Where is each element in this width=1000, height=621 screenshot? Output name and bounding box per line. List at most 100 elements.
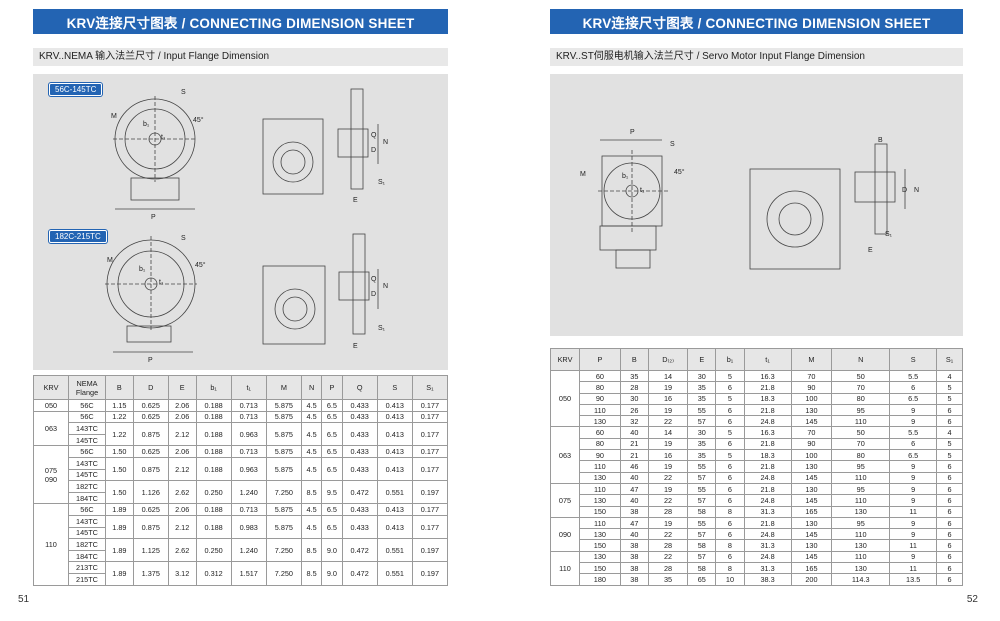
label-m-right: M	[580, 171, 586, 178]
value-cell: 21.8	[743, 482, 792, 496]
value-cell: 5	[936, 381, 963, 394]
flange-cell: 56C	[68, 399, 106, 412]
krv-cell: 050	[550, 369, 580, 428]
value-cell: 1.89	[105, 561, 134, 586]
value-cell: 6.5	[889, 392, 938, 405]
value-cell: 30	[687, 369, 717, 383]
value-cell: 46	[619, 460, 649, 473]
value-cell: 21.8	[743, 437, 792, 451]
value-cell: 0.177	[411, 410, 449, 424]
value-cell: 9	[889, 494, 938, 507]
label-b1-bottom: b₁	[139, 266, 146, 273]
value-cell: 0.250	[195, 538, 232, 563]
value-cell: 32	[619, 415, 649, 428]
value-cell: 6	[936, 460, 963, 473]
krv-cell: 110	[550, 550, 580, 586]
value-cell: 3.12	[167, 561, 197, 586]
table-row: 215TC	[34, 572, 448, 586]
value-cell: 80	[831, 392, 891, 405]
label-p-top: P	[151, 214, 156, 221]
value-cell: 1.240	[230, 480, 267, 505]
value-cell: 9	[889, 528, 938, 541]
value-cell: 47	[619, 516, 649, 530]
value-cell: 110	[579, 516, 621, 530]
label-d-top: D	[371, 147, 376, 154]
value-cell: 6	[936, 528, 963, 541]
value-cell: 0.472	[341, 561, 378, 586]
value-cell: 0.551	[376, 538, 413, 563]
value-cell: 110	[831, 528, 891, 541]
label-d-right: D	[902, 187, 907, 194]
value-cell: 7.250	[265, 538, 302, 563]
left-drawing: 56C-145TC 182C-215TC	[33, 74, 448, 370]
value-cell: 6	[936, 573, 963, 586]
value-cell: 28	[647, 505, 689, 518]
header-nema-flange: NEMA Flange	[68, 375, 106, 400]
value-cell: 0.713	[230, 399, 267, 412]
value-cell: 38	[619, 573, 649, 586]
right-banner: KRV连接尺寸图表 / CONNECTING DIMENSION SHEET	[550, 9, 963, 34]
value-cell: 4	[936, 369, 963, 383]
value-cell: 0.625	[132, 445, 169, 458]
flange-cell: 184TC	[68, 549, 106, 563]
label-s1-bottom: S₁	[378, 325, 386, 332]
page-number-left: 51	[18, 594, 30, 605]
value-cell: 130	[579, 528, 621, 541]
value-cell: 145	[790, 415, 833, 428]
value-cell: 0.413	[376, 503, 413, 516]
value-cell: 130	[790, 516, 833, 530]
value-cell: 30	[687, 426, 717, 439]
value-cell: 6	[936, 505, 963, 518]
value-cell: 31.3	[743, 562, 792, 575]
value-cell: 9	[889, 415, 938, 428]
value-cell: 110	[831, 494, 891, 507]
value-cell: 4.5	[300, 445, 323, 458]
flange-cell: 56C	[68, 445, 106, 458]
value-cell: 90	[579, 392, 621, 405]
value-cell: 1.22	[105, 422, 134, 447]
value-cell: 110	[579, 482, 621, 496]
value-cell: 110	[831, 415, 891, 428]
value-cell: 0.188	[195, 399, 232, 412]
label-t1-right: t₁	[640, 187, 645, 194]
value-cell: 40	[619, 426, 649, 439]
value-cell: 11	[889, 539, 938, 552]
value-cell: 57	[687, 528, 717, 541]
value-cell: 21.8	[743, 403, 792, 417]
value-cell: 130	[579, 471, 621, 484]
value-cell: 6	[715, 550, 745, 564]
value-cell: 4.5	[300, 410, 323, 424]
value-cell: 80	[579, 381, 621, 394]
value-cell: 18.3	[743, 392, 792, 405]
value-cell: 6	[715, 460, 745, 473]
value-cell: 6	[715, 437, 745, 451]
right-drawing: S M b₁ t₁ 45° P B D N E S₁	[550, 74, 963, 336]
value-cell: 130	[831, 505, 891, 518]
tag-182c-215tc: 182C-215TC	[49, 230, 107, 243]
value-cell: 30	[619, 392, 649, 405]
value-cell: 6	[936, 494, 963, 507]
value-cell: 40	[619, 528, 649, 541]
value-cell: 22	[647, 471, 689, 484]
value-cell: 16.3	[743, 426, 792, 439]
value-cell: 150	[579, 505, 621, 518]
value-cell: 110	[831, 550, 891, 564]
header-d: D	[132, 375, 169, 400]
value-cell: 1.375	[132, 561, 169, 586]
value-cell: 4	[936, 426, 963, 439]
value-cell: 6.5	[321, 422, 343, 447]
value-cell: 0.250	[195, 480, 232, 505]
value-cell: 8.5	[300, 480, 323, 505]
value-cell: 90	[790, 437, 833, 451]
value-cell: 6	[889, 437, 938, 451]
value-cell: 114.3	[831, 573, 891, 586]
header-b: B	[619, 348, 649, 371]
value-cell: 0.177	[411, 422, 449, 447]
label-e-top: E	[353, 197, 358, 204]
value-cell: 22	[647, 528, 689, 541]
value-cell: 35	[687, 392, 717, 405]
